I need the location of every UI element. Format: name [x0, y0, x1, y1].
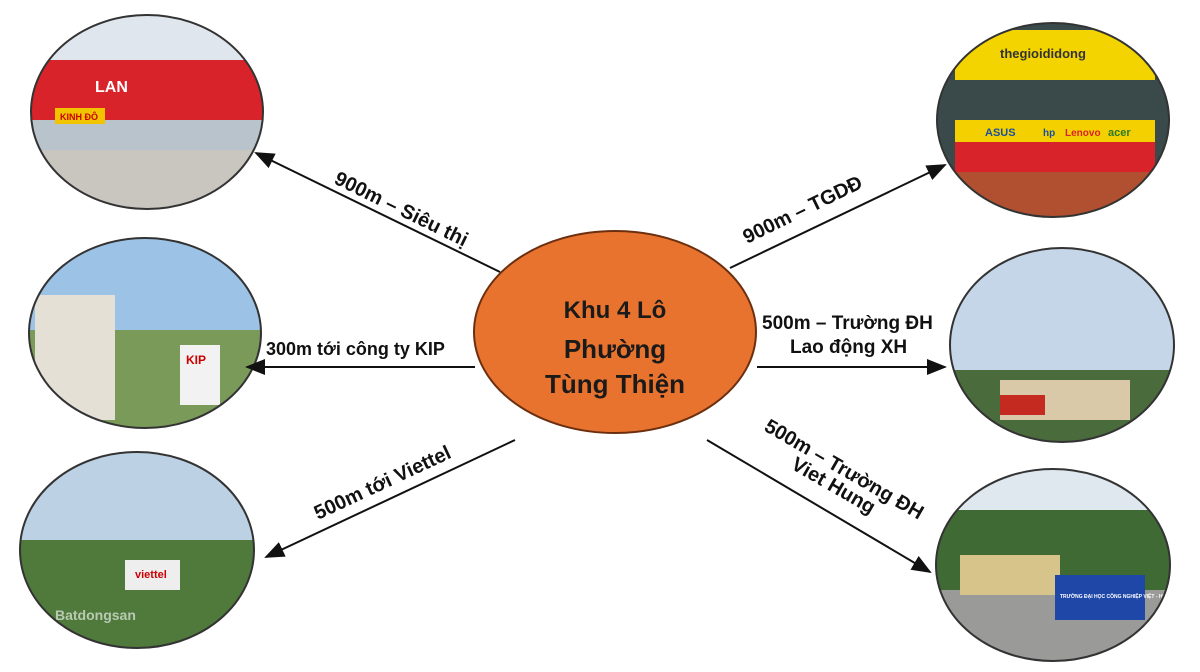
arrow-viettel [264, 439, 516, 558]
photo-supermarket: LANCHI MART LAN KINH ĐÔ [31, 15, 263, 209]
photo-tgdd: thegioididong ASUS hp Lenovo acer [937, 23, 1169, 217]
label-viettel: 500m tới Viettel [311, 442, 455, 525]
center-line1: Khu 4 Lô [564, 297, 667, 324]
tgdd-sign: thegioididong [1000, 46, 1086, 61]
photo-kip-company: KIP [29, 238, 261, 428]
center-line2: Phường [564, 334, 666, 364]
label-supermarket: 900m – Siêu thị [331, 168, 472, 252]
center-line3: Tùng Thiện [545, 369, 685, 399]
watermark: Batdongsan [55, 607, 136, 623]
label-labour-university-line2: Lao động XH [790, 337, 907, 358]
kip-sign: KIP [186, 353, 206, 367]
viethung-sign: TRƯỜNG ĐẠI HỌC CÔNG NGHIỆP VIỆT - HUNG [1060, 592, 1174, 600]
arrow-supermarket [254, 152, 501, 273]
label-labour-university-line1: 500m – Trường ĐH [762, 313, 933, 334]
center-ellipse [473, 230, 757, 434]
photo-viethung-university: TRƯỜNG ĐẠI HỌC CÔNG NGHIỆP VIỆT - HUNG [936, 469, 1174, 661]
arrow-tgdd [729, 164, 947, 269]
lanchi-sign: LANCHI MART [110, 59, 208, 75]
center-location: Khu 4 Lô Phường Tùng Thiện [473, 230, 757, 434]
photo-viettel: viettel Batdongsan [20, 452, 254, 648]
arrow-viethung [706, 439, 932, 574]
hp-sign: hp [1043, 128, 1055, 139]
label-kip: 300m tới công ty KIP [266, 339, 445, 359]
label-tgdd: 900m – TGDĐ [740, 172, 867, 249]
lenovo-sign: Lenovo [1065, 128, 1101, 139]
kinhdo-sign: KINH ĐÔ [60, 111, 98, 122]
lan-sign: LAN [95, 79, 128, 96]
viettel-sign: viettel [135, 569, 167, 581]
acer-sign: acer [1108, 127, 1131, 139]
label-viethung-line1: 500m – Trường ĐH [761, 415, 928, 524]
asus-sign: ASUS [985, 127, 1016, 139]
arrows [245, 152, 947, 574]
photo-labour-university [950, 248, 1174, 442]
